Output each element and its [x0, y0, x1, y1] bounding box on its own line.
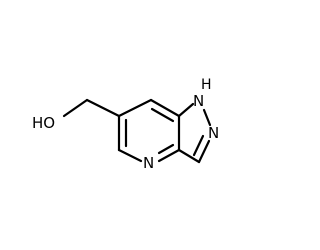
bond-c6-c7	[117, 98, 153, 118]
atom-pyrazole-n1: N	[193, 92, 204, 110]
bond-c7-c7a-inner	[150, 107, 175, 123]
bond-ch2-c6	[85, 98, 121, 118]
bond-n2-c3	[197, 139, 211, 164]
molecule-structure: HO N N N H	[32, 77, 219, 172]
atom-labels: HO N N N H	[32, 77, 219, 172]
atom-hydroxyl: HO	[32, 114, 55, 132]
bond-group	[62, 98, 212, 164]
bond-n2-c3-inner	[192, 134, 205, 157]
bond-n4-c5	[117, 148, 143, 163]
bond-c3a-n4-inner	[157, 143, 175, 155]
bond-c7a-n1	[177, 102, 195, 118]
atom-pyrazole-n2: N	[208, 124, 219, 142]
atom-n1-hydrogen: H	[201, 77, 212, 93]
bond-c3a-n4	[157, 148, 181, 163]
bond-n1-n2	[202, 108, 212, 127]
atom-pyridine-n: N	[143, 154, 154, 172]
bond-c7-c7a	[149, 98, 181, 118]
structure-canvas: HO N N N H	[32, 77, 220, 172]
bond-o-ch2	[62, 98, 89, 118]
bond-c3-c3a	[177, 148, 201, 164]
